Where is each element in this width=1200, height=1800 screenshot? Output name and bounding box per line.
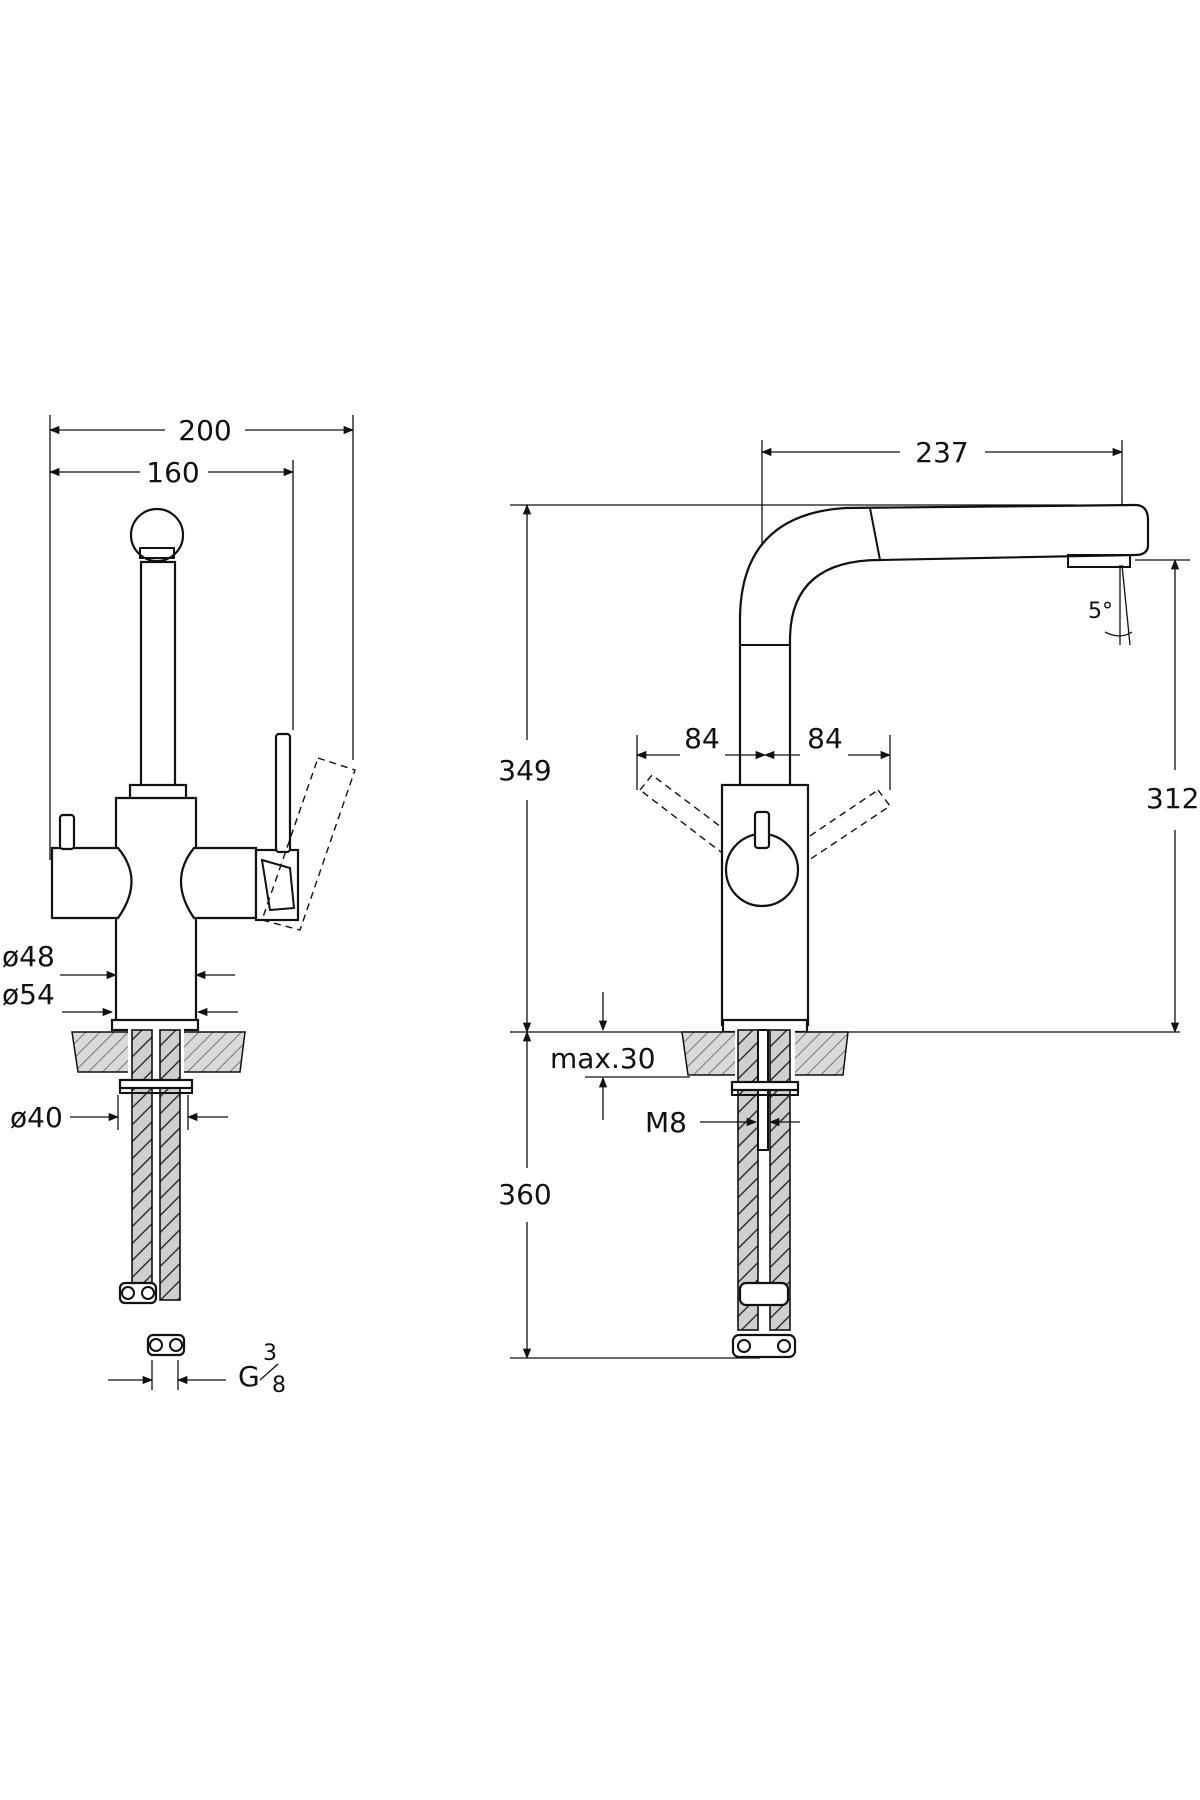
dim-swing-right-label: 84 — [807, 722, 843, 755]
side-hose-fitting-lower — [731, 1333, 797, 1359]
left-housing — [50, 846, 133, 920]
side-hose-right — [769, 1029, 791, 1331]
right-handle — [274, 732, 292, 854]
dim-outlet-height-label: 312 — [1146, 782, 1199, 815]
pull-out-spout — [738, 503, 1150, 792]
right-housing — [179, 846, 258, 920]
dim-body-diameter-upper-label: ø48 — [2, 940, 55, 973]
fixing-nut — [119, 1087, 193, 1094]
fitting-detail-2 — [141, 1286, 155, 1300]
thread-fraction-slash — [259, 1363, 279, 1381]
fixing-washer — [118, 1078, 194, 1090]
dim-handle-spacing-label: 160 — [146, 456, 199, 489]
hose-fitting-left — [118, 1281, 158, 1305]
spout-head — [129, 507, 185, 563]
side-view: 237 349 360 312 5° 84 — [498, 436, 1199, 1360]
hose-right — [159, 1029, 181, 1301]
dim-hose-length-label: 360 — [498, 1178, 551, 1211]
right-handle-swing-dashed — [261, 757, 356, 931]
side-fixing-washer — [730, 1080, 800, 1092]
handle-swing-right-dashed — [785, 789, 892, 869]
dim-shank-diameter-label: ø40 — [10, 1101, 63, 1134]
dim-overall-width-label: 200 — [178, 414, 231, 447]
side-fitting-detail-2 — [777, 1339, 791, 1353]
side-handle-lever — [753, 810, 771, 850]
left-handle — [58, 813, 76, 851]
spout-column — [139, 560, 177, 794]
fitting-detail-1 — [121, 1286, 135, 1300]
fitting-detail-4 — [169, 1338, 183, 1352]
spout-joint — [869, 507, 881, 561]
thread-g-label: G — [238, 1360, 260, 1393]
side-fitting-detail-1 — [737, 1339, 751, 1353]
angle-arc — [1104, 631, 1133, 637]
dim-deck-thickness-label: max.30 — [550, 1042, 656, 1075]
side-fixing-nut — [731, 1089, 799, 1096]
side-hose-fitting-upper — [738, 1281, 790, 1307]
spray-head-outlet — [1067, 554, 1131, 568]
thread-numerator-label: 3 — [263, 1341, 277, 1366]
hose-fitting-right — [146, 1333, 186, 1357]
side-hose-left — [737, 1029, 759, 1331]
mixer-body — [114, 796, 198, 1027]
fitting-detail-3 — [149, 1338, 163, 1352]
dim-swing-left-label: 84 — [684, 722, 720, 755]
angle-ref-tilted — [1121, 564, 1131, 646]
dim-fixing-rod-label: M8 — [645, 1106, 687, 1139]
hose-left — [131, 1029, 153, 1291]
dim-spout-reach-label: 237 — [915, 436, 968, 469]
thread-denominator-label: 8 — [272, 1373, 286, 1398]
dim-body-diameter-lower-label: ø54 — [2, 978, 55, 1011]
front-view: 200 160 ø48 ø54 — [2, 414, 356, 1398]
aerator — [139, 547, 175, 559]
dim-total-height-label: 349 — [498, 754, 551, 787]
dim-spout-angle-label: 5° — [1088, 599, 1113, 624]
